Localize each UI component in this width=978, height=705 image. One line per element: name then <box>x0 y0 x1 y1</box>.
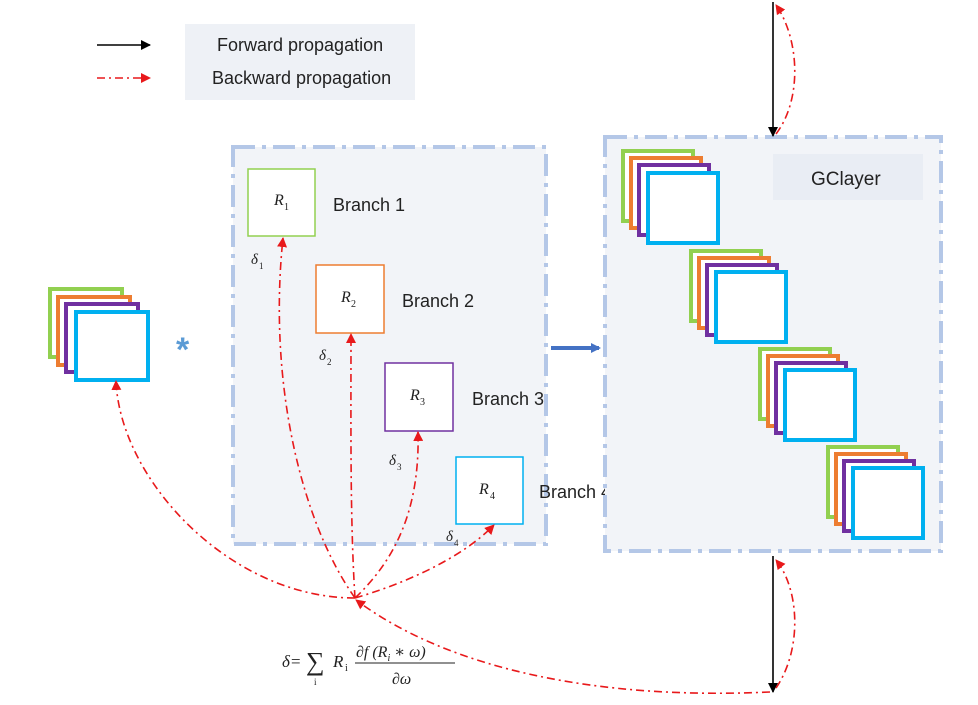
kernel-r1-sub: 1 <box>284 202 289 213</box>
gclayer-stack-4 <box>826 445 925 540</box>
branch-3: R 3 Branch 3 <box>384 362 544 432</box>
branch-3-label: Branch 3 <box>472 389 544 409</box>
formula-term-sub: i <box>345 663 348 674</box>
delta-4-symbol: δ <box>446 529 454 545</box>
legend: Forward propagation Backward propagation <box>97 24 415 100</box>
backward-legend-label: Backward propagation <box>212 68 391 88</box>
formula-lhs: δ= <box>282 652 301 671</box>
formula-denominator: ∂ω <box>392 671 411 688</box>
kernel-r2-symbol: R <box>340 289 351 306</box>
formula-sum: ∑ <box>306 647 325 676</box>
delta-4-sub: 4 <box>454 538 459 548</box>
formula-sum-index: i <box>314 677 317 687</box>
kernel-r1-symbol: R <box>273 192 284 209</box>
kernel-r4-sub: 4 <box>490 491 495 502</box>
gclayer-stack-2 <box>689 249 788 344</box>
branch-1-label: Branch 1 <box>333 195 405 215</box>
formula-numerator: ∂f (Ri ∗ ω) <box>356 644 426 664</box>
kernel-r3 <box>384 362 454 432</box>
branch-2-label: Branch 2 <box>402 291 474 311</box>
formula-term: R <box>332 652 344 671</box>
kernel-r1 <box>247 168 316 237</box>
backward-arc-bottom <box>775 559 796 689</box>
gradient-path-r4 <box>354 524 495 599</box>
delta-3-sub: 3 <box>397 462 402 472</box>
backward-arc-top <box>775 4 796 135</box>
gclayer-stack-3 <box>758 347 857 442</box>
kernel-r4-symbol: R <box>478 481 489 498</box>
branch-2: R 2 Branch 2 <box>315 264 474 334</box>
delta-1-symbol: δ <box>251 252 259 268</box>
gradient-formula: δ= ∑ i R i ∂f (Ri ∗ ω) ∂ω <box>282 644 455 688</box>
branch-1: R 1 Branch 1 <box>247 168 405 237</box>
gclayer-label-box <box>773 154 923 200</box>
legend-background <box>185 24 415 100</box>
kernel-r3-symbol: R <box>409 387 420 404</box>
kernel-r4 <box>455 456 524 525</box>
kernel-r2-sub: 2 <box>351 299 356 310</box>
gradient-path-r3 <box>354 431 424 599</box>
gradient-path-input <box>111 380 356 599</box>
gclayer-label: GClayer <box>811 169 881 190</box>
gradient-path-gclayer <box>355 599 771 695</box>
branch-4-label: Branch 4 <box>539 482 611 502</box>
kernel-r3-sub: 3 <box>420 397 425 408</box>
delta-3-symbol: δ <box>389 453 397 469</box>
delta-labels: δ 1 δ 2 δ 3 δ 4 <box>251 252 459 548</box>
kernel-r2 <box>315 264 385 334</box>
input-feature-stack <box>48 287 150 382</box>
convolution-operator: * <box>176 331 190 369</box>
forward-legend-label: Forward propagation <box>217 35 383 55</box>
delta-1-sub: 1 <box>259 261 264 271</box>
backward-gradient-paths <box>111 237 771 695</box>
gradient-path-r2 <box>345 333 356 599</box>
delta-2-symbol: δ <box>319 348 327 364</box>
gradient-path-r1 <box>277 237 356 599</box>
branch-4: R 4 Branch 4 <box>455 456 611 525</box>
gclayer-stack-1 <box>621 149 720 245</box>
delta-2-sub: 2 <box>327 357 332 367</box>
